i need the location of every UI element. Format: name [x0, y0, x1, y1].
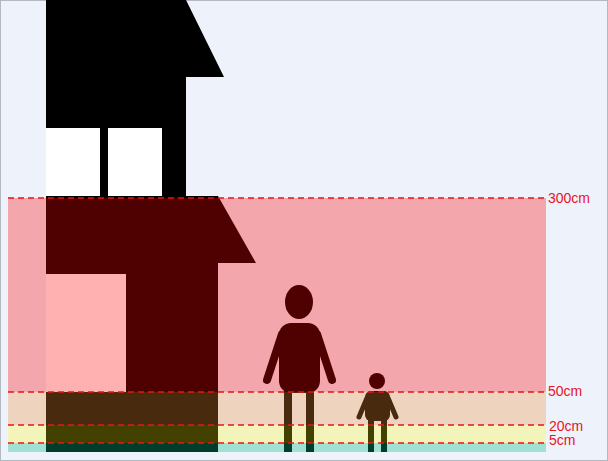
level-label: 20cm [549, 419, 583, 433]
level-lines [8, 198, 548, 443]
band-5cm [8, 443, 546, 452]
upper-house [46, 0, 224, 198]
window [108, 128, 162, 198]
level-label: 300cm [548, 191, 590, 205]
level-label: 50cm [548, 384, 582, 398]
band-20cm [8, 425, 546, 443]
level-label: 5cm [549, 433, 575, 447]
band-50cm [8, 392, 546, 425]
band-300cm [8, 198, 546, 392]
window [46, 128, 100, 198]
